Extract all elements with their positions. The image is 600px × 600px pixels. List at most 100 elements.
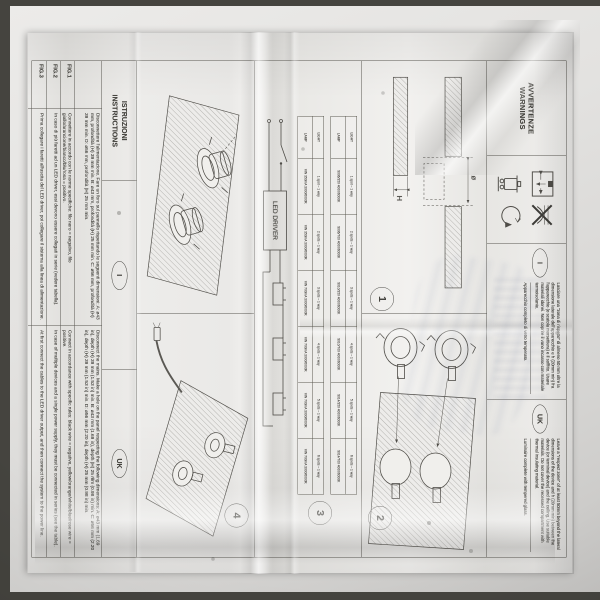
fixture-symbol xyxy=(272,282,286,306)
warnings-english-text-wrap: Leave a "respect zone" of at least 50mm … xyxy=(522,438,561,552)
instruction-italian: In caso di più faretti ad un LED driver,… xyxy=(46,109,60,326)
warnings-italian-text-wrap: Lasciare una "zona di rispetto" di almen… xyxy=(522,282,561,394)
table-cell: 4 spots – 1 way xyxy=(312,326,324,383)
instructions-lang-it-cell: I xyxy=(102,181,137,370)
table-cell: 1 spot – 1 way xyxy=(345,158,357,215)
table-cell: 5 spots – 1 way xyxy=(345,382,357,439)
table-cell: 6 spots – 1 way xyxy=(345,438,357,495)
instruction-italian: Prima collegare i faretti all'uscita del… xyxy=(28,109,46,326)
instructions-block: ISTRUZIONI INSTRUCTIONS I UK xyxy=(28,61,137,557)
lang-badge-italian-label: I xyxy=(115,274,124,277)
table-cell: 9014/700 4000/6000K xyxy=(330,438,346,495)
warnings-english-section: UK Leave a "respect zone" of at least 50… xyxy=(487,400,566,558)
instruction-italian: Connettere in accordo con le norme speci… xyxy=(60,109,74,326)
dust-specks xyxy=(0,0,2,2)
cable-connector xyxy=(153,326,161,341)
warnings-panel: AVVERTENZE WARNINGS xyxy=(486,61,566,558)
table-cell: VIN 350mA 3000/6000K xyxy=(297,214,313,271)
spotlight-lamp xyxy=(375,328,426,379)
figures-row-3: 4 xyxy=(136,61,255,557)
power-cable xyxy=(155,340,183,393)
table-cell: 3 spots – 1 way xyxy=(345,270,357,327)
led-driver-label: LED DRIVER xyxy=(271,201,278,240)
table-cell: VIN 700mA 3000/6000K xyxy=(297,382,313,439)
warnings-english-note: Luminaire complete with tempered glass. xyxy=(522,438,531,552)
table-cell: 9006/350 4000/6000K xyxy=(330,158,346,215)
weee-bin-icon xyxy=(497,175,522,193)
mounted-spot xyxy=(204,432,236,459)
table-cell: VIN 700mA 3000/6000K xyxy=(297,270,313,327)
spec-table-top: LIGHT 1 spot – 1 way 2 spots – 1 way 3 s… xyxy=(330,116,357,495)
table-cell: 9014/350 4000/6000K xyxy=(330,382,346,439)
table-cell: VIN 350mA 3000/6000K xyxy=(297,158,313,215)
no-cover-icon xyxy=(531,204,553,226)
fig4-cabling-diagram xyxy=(145,322,249,537)
table-cell: 4 spots – 1 way xyxy=(345,326,357,383)
cell-divider xyxy=(137,313,255,314)
figure-3-number: 3 xyxy=(314,510,327,516)
fixture-symbol xyxy=(272,337,286,361)
instructions-title-en: INSTRUCTIONS xyxy=(111,94,119,148)
instructions-title: ISTRUZIONI INSTRUCTIONS xyxy=(102,61,137,181)
wiring-diagram: LED DRIVER xyxy=(262,119,288,427)
figure-1-badge: 1 xyxy=(370,287,394,311)
mounted-spot xyxy=(172,460,204,487)
instruction-row: FIG.2 In caso di più faretti ad un LED d… xyxy=(46,61,60,557)
instruction-row: Disconnettere l'alimentazione. Fare un f… xyxy=(74,61,102,557)
fig4-perspective-install-diagram xyxy=(146,95,240,296)
instruction-row: FIG.1 Connettere in accordo con le norme… xyxy=(60,61,74,557)
lang-badge-italian: I xyxy=(532,248,548,278)
table-cell: 5 spots – 1 way xyxy=(312,382,324,439)
instructions-header-row: ISTRUZIONI INSTRUCTIONS I UK xyxy=(101,61,137,557)
figure-4-badge: 4 xyxy=(224,503,249,528)
depth-label: H xyxy=(395,196,404,202)
instructions-title-it: ISTRUZIONI xyxy=(120,100,129,141)
fig2-front-panel-diagram xyxy=(368,328,477,550)
lang-badge-italian: I xyxy=(111,260,128,290)
figure-4-number: 4 xyxy=(231,512,243,519)
table-cell: 3 spots – 1 way xyxy=(312,270,324,327)
instructions-lang-uk-cell: UK xyxy=(102,370,137,557)
figure-3-badge: 3 xyxy=(308,501,332,525)
figure-2-badge: 2 xyxy=(368,506,392,530)
instruction-sheet: AVVERTENZE WARNINGS xyxy=(27,33,573,573)
lang-badge-english: UK xyxy=(111,449,128,478)
table-cell: 2 spots – 1 way xyxy=(345,214,357,271)
downlight-fixture xyxy=(196,136,232,194)
recycle-icon xyxy=(501,206,521,228)
warnings-title: AVVERTENZE WARNINGS xyxy=(487,61,566,156)
lang-badge-italian-label: I xyxy=(536,262,544,264)
respect-zone-icon xyxy=(531,170,554,197)
instruction-english: In case of multiple devices and a single… xyxy=(53,330,59,547)
warnings-title-en: WARNINGS xyxy=(518,86,527,130)
figures-row-2: LIGHT 1 spot – 1 way 2 spots – 1 way 3 s… xyxy=(254,61,362,557)
warnings-english-text: Leave a "respect zone" of at least 50mm … xyxy=(534,438,561,550)
warnings-italian-note: Apparecchio completo di vetro temperato. xyxy=(522,282,531,394)
switch-symbol xyxy=(280,144,288,163)
table-cell: 9006/700 4000/6000K xyxy=(330,214,346,271)
fig-label: FIG.2 xyxy=(46,61,60,109)
lang-badge-english-label: UK xyxy=(536,413,544,425)
instruction-english: At first connect the cables to the LED d… xyxy=(39,330,45,537)
instruction-row: FIG.3 Prima collegare i faretti all'usci… xyxy=(28,61,46,557)
figure-1-number: 1 xyxy=(376,296,389,302)
cell-divider xyxy=(362,313,487,314)
warnings-title-it: AVVERTENZE xyxy=(526,82,536,135)
table-cell: LAMP xyxy=(297,116,313,159)
table-cell: 6 spots – 1 way xyxy=(312,438,324,495)
spec-table-bottom: LIGHT 1 spot – 1 way 2 spots – 1 way 3 s… xyxy=(297,116,324,495)
warnings-italian-section: I Lasciare una "zona di rispetto" di alm… xyxy=(487,243,566,400)
table-cell: VIN 700mA 3000/6000K xyxy=(297,326,313,383)
lang-badge-english-label: UK xyxy=(115,458,124,469)
spotlight-lamp xyxy=(426,330,477,381)
lang-badge-english: UK xyxy=(532,404,548,434)
downlight-fixture xyxy=(168,193,204,250)
table-cell: LIGHT xyxy=(345,116,357,159)
table-cell: 9010/350 4000/6000K xyxy=(330,270,346,327)
table-cell: LIGHT xyxy=(312,116,324,159)
instruction-italian: Disconnettere l'alimentazione. Fare un f… xyxy=(74,109,102,326)
fig1-section-diagram: ø H xyxy=(392,76,478,289)
warnings-icons xyxy=(487,156,566,244)
instructions-rows: Disconnettere l'alimentazione. Fare un f… xyxy=(28,61,102,557)
